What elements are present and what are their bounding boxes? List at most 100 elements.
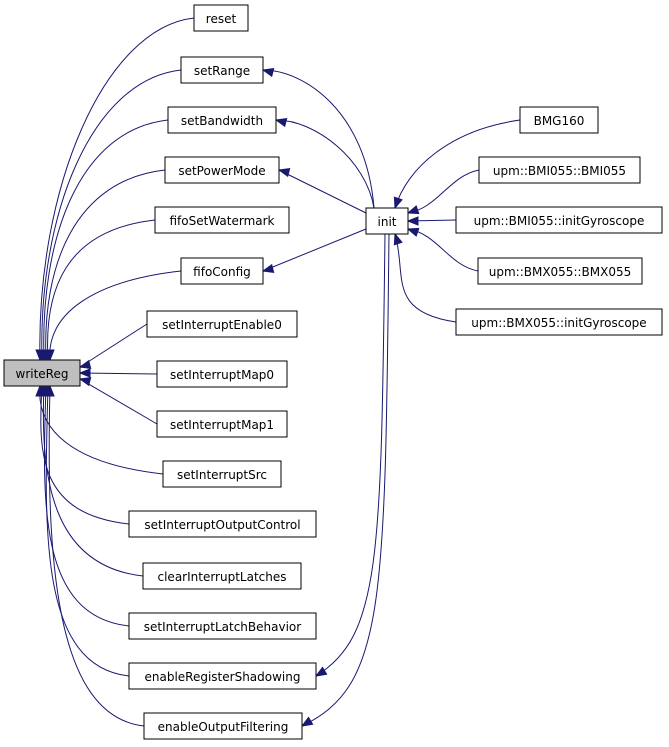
- node-box[interactable]: [3, 359, 81, 387]
- node-setbandwidth[interactable]: setBandwidth: [167, 106, 277, 134]
- node-label: setInterruptLatchBehavior: [144, 620, 301, 634]
- edge-line: [301, 233, 390, 727]
- node-label: upm::BMI055::initGyroscope: [474, 214, 645, 228]
- edge-init-to-enableOutputFiltering: [300, 233, 390, 727]
- node-box[interactable]: [156, 410, 288, 438]
- arrow-head-icon: [314, 666, 328, 677]
- node-bmx055initgyro[interactable]: upm::BMX055::initGyroscope: [455, 308, 663, 336]
- arrow-head-icon: [393, 196, 403, 210]
- node-label: reset: [206, 12, 237, 26]
- node-label: upm::BMX055::initGyroscope: [471, 316, 646, 330]
- edge-line: [45, 385, 130, 677]
- node-label: setBandwidth: [181, 114, 263, 128]
- edge-line: [407, 228, 479, 272]
- edge-line: [262, 69, 375, 209]
- edge-line: [394, 233, 457, 323]
- edge-enableRegisterShadowing-to-writeReg: [43, 384, 130, 677]
- node-fifoconfig[interactable]: fifoConfig: [180, 257, 264, 285]
- node-box[interactable]: [455, 206, 663, 234]
- node-fifosetwatermark[interactable]: fifoSetWatermark: [154, 206, 290, 234]
- node-bmx055ctor[interactable]: upm::BMX055::BMX055: [477, 257, 643, 285]
- node-enableoutputfiltering[interactable]: enableOutputFiltering: [143, 712, 303, 740]
- node-setinterruptoutputcontrol[interactable]: setInterruptOutputControl: [128, 510, 317, 538]
- edge-setInterruptMap1-to-writeReg: [78, 376, 158, 425]
- node-label: enableOutputFiltering: [158, 720, 289, 734]
- node-box[interactable]: [455, 308, 663, 336]
- edge-setInterruptOutputControl-to-writeReg: [37, 384, 130, 525]
- node-init[interactable]: init: [365, 207, 409, 235]
- node-reset[interactable]: reset: [193, 4, 249, 32]
- edge-init-to-setRange: [261, 67, 375, 209]
- node-label: init: [378, 215, 397, 229]
- node-setinterruptsrc[interactable]: setInterruptSrc: [162, 460, 282, 488]
- edge-BMG160-to-init: [393, 119, 521, 210]
- edge-line: [394, 119, 521, 209]
- node-setrange[interactable]: setRange: [180, 56, 264, 84]
- node-label: upm::BMI055::BMI055: [493, 164, 626, 178]
- arrow-head-icon: [45, 349, 55, 362]
- node-box[interactable]: [128, 662, 317, 690]
- node-label: fifoSetWatermark: [169, 214, 274, 228]
- node-setinterruptmap0[interactable]: setInterruptMap0: [156, 360, 288, 388]
- arrow-head-icon: [300, 716, 314, 727]
- node-setinterruptlatchbehavior[interactable]: setInterruptLatchBehavior: [128, 612, 317, 640]
- edge-BMI055ctor-to-init: [406, 169, 480, 215]
- edge-line: [43, 119, 169, 361]
- edge-setInterruptMap0-to-writeReg: [78, 368, 158, 378]
- node-bmg160[interactable]: BMG160: [519, 106, 599, 134]
- edge-BMX055ctor-to-init: [406, 227, 479, 272]
- edge-line: [39, 385, 164, 475]
- node-box[interactable]: [519, 106, 599, 134]
- edge-line: [39, 17, 195, 361]
- arrow-head-icon: [277, 167, 291, 178]
- node-box[interactable]: [128, 510, 317, 538]
- edges-layer: [35, 17, 521, 727]
- node-label: setInterruptEnable0: [162, 318, 282, 332]
- edge-setInterruptSrc-to-writeReg: [35, 384, 164, 475]
- node-bmi055ctor[interactable]: upm::BMI055::BMI055: [478, 156, 641, 184]
- node-label: setInterruptMap1: [170, 418, 274, 432]
- node-box[interactable]: [128, 612, 317, 640]
- node-box[interactable]: [142, 562, 302, 590]
- arrow-head-icon: [261, 263, 275, 274]
- edge-line: [275, 119, 375, 209]
- node-box[interactable]: [146, 310, 298, 338]
- edge-line: [79, 378, 158, 425]
- edge-line: [79, 323, 148, 368]
- node-setpowermode[interactable]: setPowerMode: [164, 156, 280, 184]
- node-box[interactable]: [477, 257, 643, 285]
- node-label: setRange: [194, 64, 250, 78]
- edge-reset-to-writeReg: [35, 17, 195, 362]
- node-box[interactable]: [180, 56, 264, 84]
- node-label: upm::BMX055::BMX055: [489, 265, 632, 279]
- node-enableregistershadowing[interactable]: enableRegisterShadowing: [128, 662, 317, 690]
- node-setinterruptenable0[interactable]: setInterruptEnable0: [146, 310, 298, 338]
- node-box[interactable]: [162, 460, 282, 488]
- node-label: fifoConfig: [193, 265, 251, 279]
- node-writereg[interactable]: writeReg: [3, 359, 81, 387]
- edge-BMX055initGyro-to-init: [393, 232, 457, 323]
- node-clearinterruptlatches[interactable]: clearInterruptLatches: [142, 562, 302, 590]
- node-box[interactable]: [193, 4, 249, 32]
- node-box[interactable]: [180, 257, 264, 285]
- edge-init-to-setBandwidth: [274, 117, 375, 209]
- edge-line: [262, 228, 367, 272]
- node-box[interactable]: [164, 156, 280, 184]
- arrow-head-icon: [45, 384, 55, 397]
- node-setinterruptmap1[interactable]: setInterruptMap1: [156, 410, 288, 438]
- arrow-head-icon: [406, 227, 420, 237]
- edge-line: [48, 385, 145, 727]
- arrow-head-icon: [261, 67, 275, 78]
- node-box[interactable]: [154, 206, 290, 234]
- node-bmi055initgyro[interactable]: upm::BMI055::initGyroscope: [455, 206, 663, 234]
- edge-clearInterruptLatches-to-writeReg: [39, 384, 144, 577]
- node-label: setPowerMode: [178, 164, 265, 178]
- node-box[interactable]: [143, 712, 303, 740]
- node-box[interactable]: [156, 360, 288, 388]
- node-box[interactable]: [365, 207, 409, 235]
- edge-init-to-fifoConfig: [261, 228, 367, 274]
- node-box[interactable]: [478, 156, 641, 184]
- arrow-head-icon: [406, 216, 419, 226]
- node-box[interactable]: [167, 106, 277, 134]
